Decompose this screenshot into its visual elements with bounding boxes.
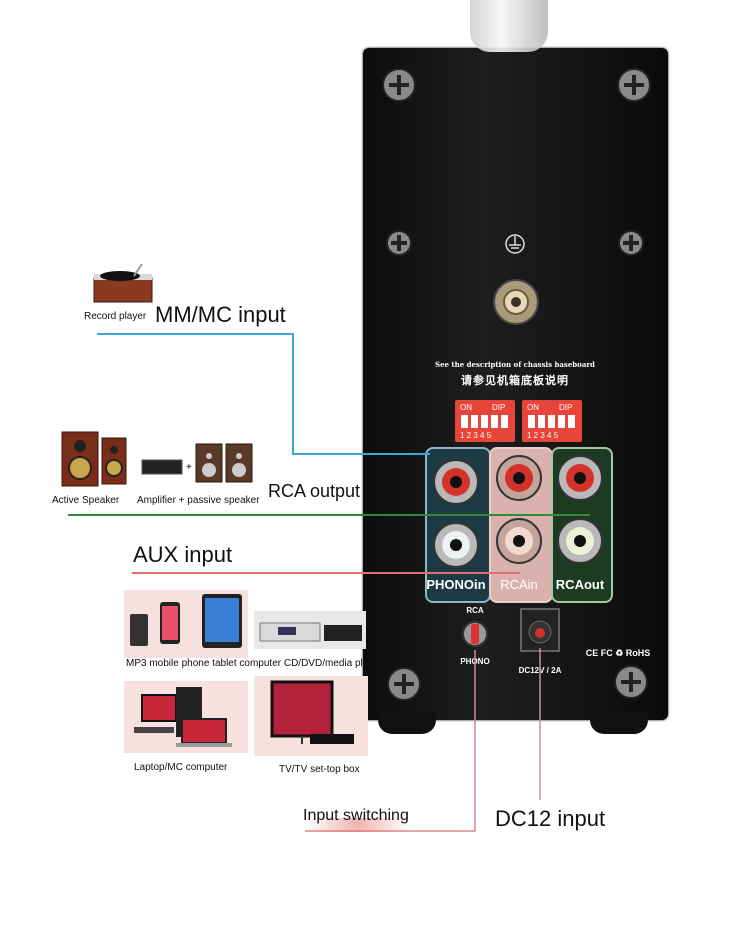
record-player-image <box>93 263 153 303</box>
switch-rca-label: RCA <box>466 606 484 615</box>
input-toggle-switch <box>462 621 488 647</box>
chassis-description-en: See the description of chassis baseboard <box>435 360 595 369</box>
aux-input-callout: AUX input <box>133 542 233 567</box>
mobile-devices-icons <box>130 594 242 648</box>
dc-power-jack <box>520 608 560 652</box>
amplifier-passive-caption: Amplifier + passive speaker <box>137 495 260 506</box>
dip-numbers-1: 1 2 3 4 5 <box>460 431 492 440</box>
rca-jack-red <box>433 455 603 505</box>
amplifier-chassis <box>363 48 668 720</box>
laptop-computer-icons <box>134 687 232 747</box>
rca-jack-white <box>433 518 603 568</box>
dip-levers <box>461 415 575 428</box>
laptop-caption: Laptop/MC computer <box>134 762 228 773</box>
dip-dip-label-2: DIP <box>559 403 573 412</box>
phono-in-label: PHONOin <box>426 577 486 592</box>
rca-out-label: RCAout <box>555 577 605 592</box>
certification-marks: CE FC ♻ RoHS <box>585 648 651 658</box>
rca-output-callout: RCA output <box>268 481 361 501</box>
mp3-devices-caption: MP3 mobile phone tablet computer CD/DVD/… <box>126 658 383 669</box>
tv-caption: TV/TV set-top box <box>279 764 360 775</box>
cd-dvd-player-icons <box>259 622 362 642</box>
mm-mc-input-callout: MM/MC input <box>155 302 286 327</box>
rca-in-label: RCAin <box>500 577 538 592</box>
dip-dip-label-1: DIP <box>492 403 506 412</box>
foot-right <box>590 712 648 734</box>
foot-left <box>378 712 436 734</box>
dip-on-label-2: ON <box>527 403 539 412</box>
active-speaker-caption: Active Speaker <box>52 495 120 506</box>
ground-terminal <box>493 279 539 325</box>
dip-on-label-1: ON <box>460 403 472 412</box>
amplifier-passive-speaker-image: + <box>141 443 253 483</box>
record-player-caption: Record player <box>84 311 147 322</box>
dc12-input-callout: DC12 input <box>495 806 606 831</box>
input-switching-callout: Input switching <box>303 807 409 824</box>
active-speaker-image <box>61 431 127 487</box>
dip-numbers-2: 1 2 3 4 5 <box>527 431 559 440</box>
vacuum-tube <box>470 0 548 52</box>
svg-text:+: + <box>186 462 192 473</box>
tv-icons <box>270 680 354 744</box>
input-switching-highlight <box>305 818 410 832</box>
chassis-description-cn: 请参见机箱底板说明 <box>461 374 569 387</box>
ground-icon <box>505 234 525 254</box>
